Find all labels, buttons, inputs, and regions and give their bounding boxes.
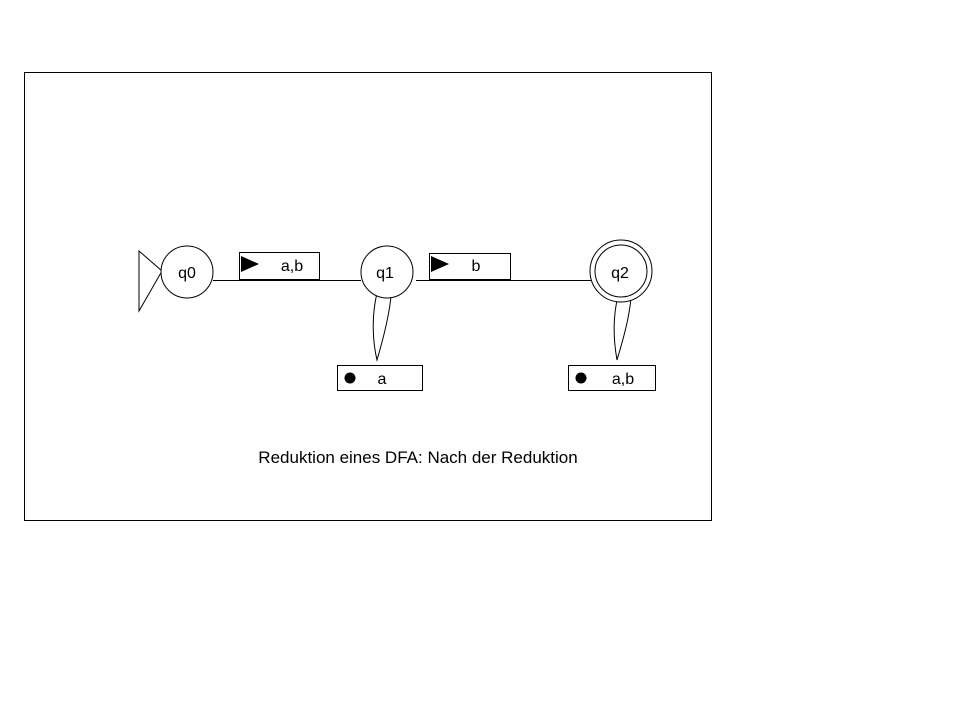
state-circle: [594, 244, 648, 298]
state-q0: q0: [160, 245, 214, 299]
diagram-frame: [24, 72, 712, 521]
loop-marker-icon: [575, 372, 587, 384]
diagram-caption: Reduktion eines DFA: Nach der Reduktion: [258, 448, 577, 467]
self-loop-label: a: [378, 371, 387, 388]
self-loop-curve: [613, 295, 632, 361]
state-circle: [360, 245, 414, 299]
state-label: q1: [376, 265, 394, 282]
loop-marker-icon: [344, 372, 356, 384]
state-label: q2: [611, 265, 629, 282]
transition-q1-q2: b: [416, 253, 594, 281]
state-q1: q1: [360, 245, 414, 299]
transition-q0-q1: a,b: [213, 252, 361, 281]
state-q2: q2: [589, 239, 653, 303]
state-label: q0: [178, 265, 196, 282]
self-loop-q1: a: [337, 292, 423, 391]
transition-label-box: [239, 252, 320, 280]
self-loop-q2: a,b: [568, 295, 656, 391]
self-loop-curve: [372, 292, 392, 362]
self-loop-label: a,b: [612, 371, 634, 388]
transition-arrow-icon: [241, 256, 259, 272]
initial-state-marker: [138, 249, 163, 313]
transition-arrow-icon: [431, 256, 449, 272]
transition-label: a,b: [281, 258, 303, 275]
transition-label: b: [472, 258, 481, 275]
state-circle: [160, 245, 214, 299]
